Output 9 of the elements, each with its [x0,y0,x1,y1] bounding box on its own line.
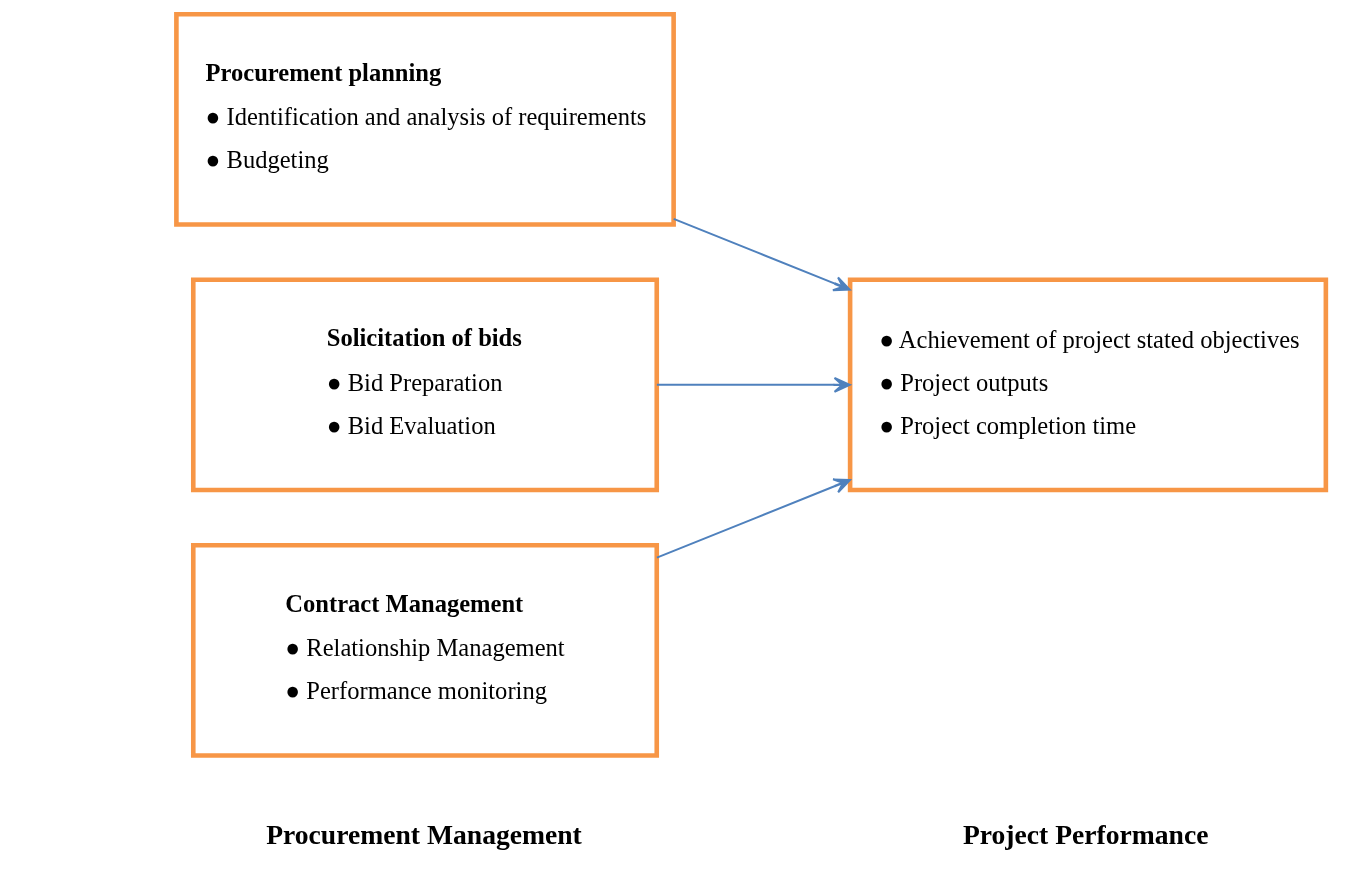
node-box: ● Achievement of project stated objectives ● Project outputs ● Project completion time [847,277,1329,493]
node-box: Contract Management ● Relationship Management ● Performance monitoring [191,542,660,758]
label: Project Performance [962,819,1209,851]
arrow [655,478,851,559]
arrow [655,376,851,393]
label: Procurement Management [266,819,582,851]
node-box: Procurement planning ● Identification and analysis of requirements ● Budgeting [174,11,676,227]
arrow [672,217,851,292]
node-box: Solicitation of bids ● Bid Preparation ● Bid Evaluation [191,277,660,493]
